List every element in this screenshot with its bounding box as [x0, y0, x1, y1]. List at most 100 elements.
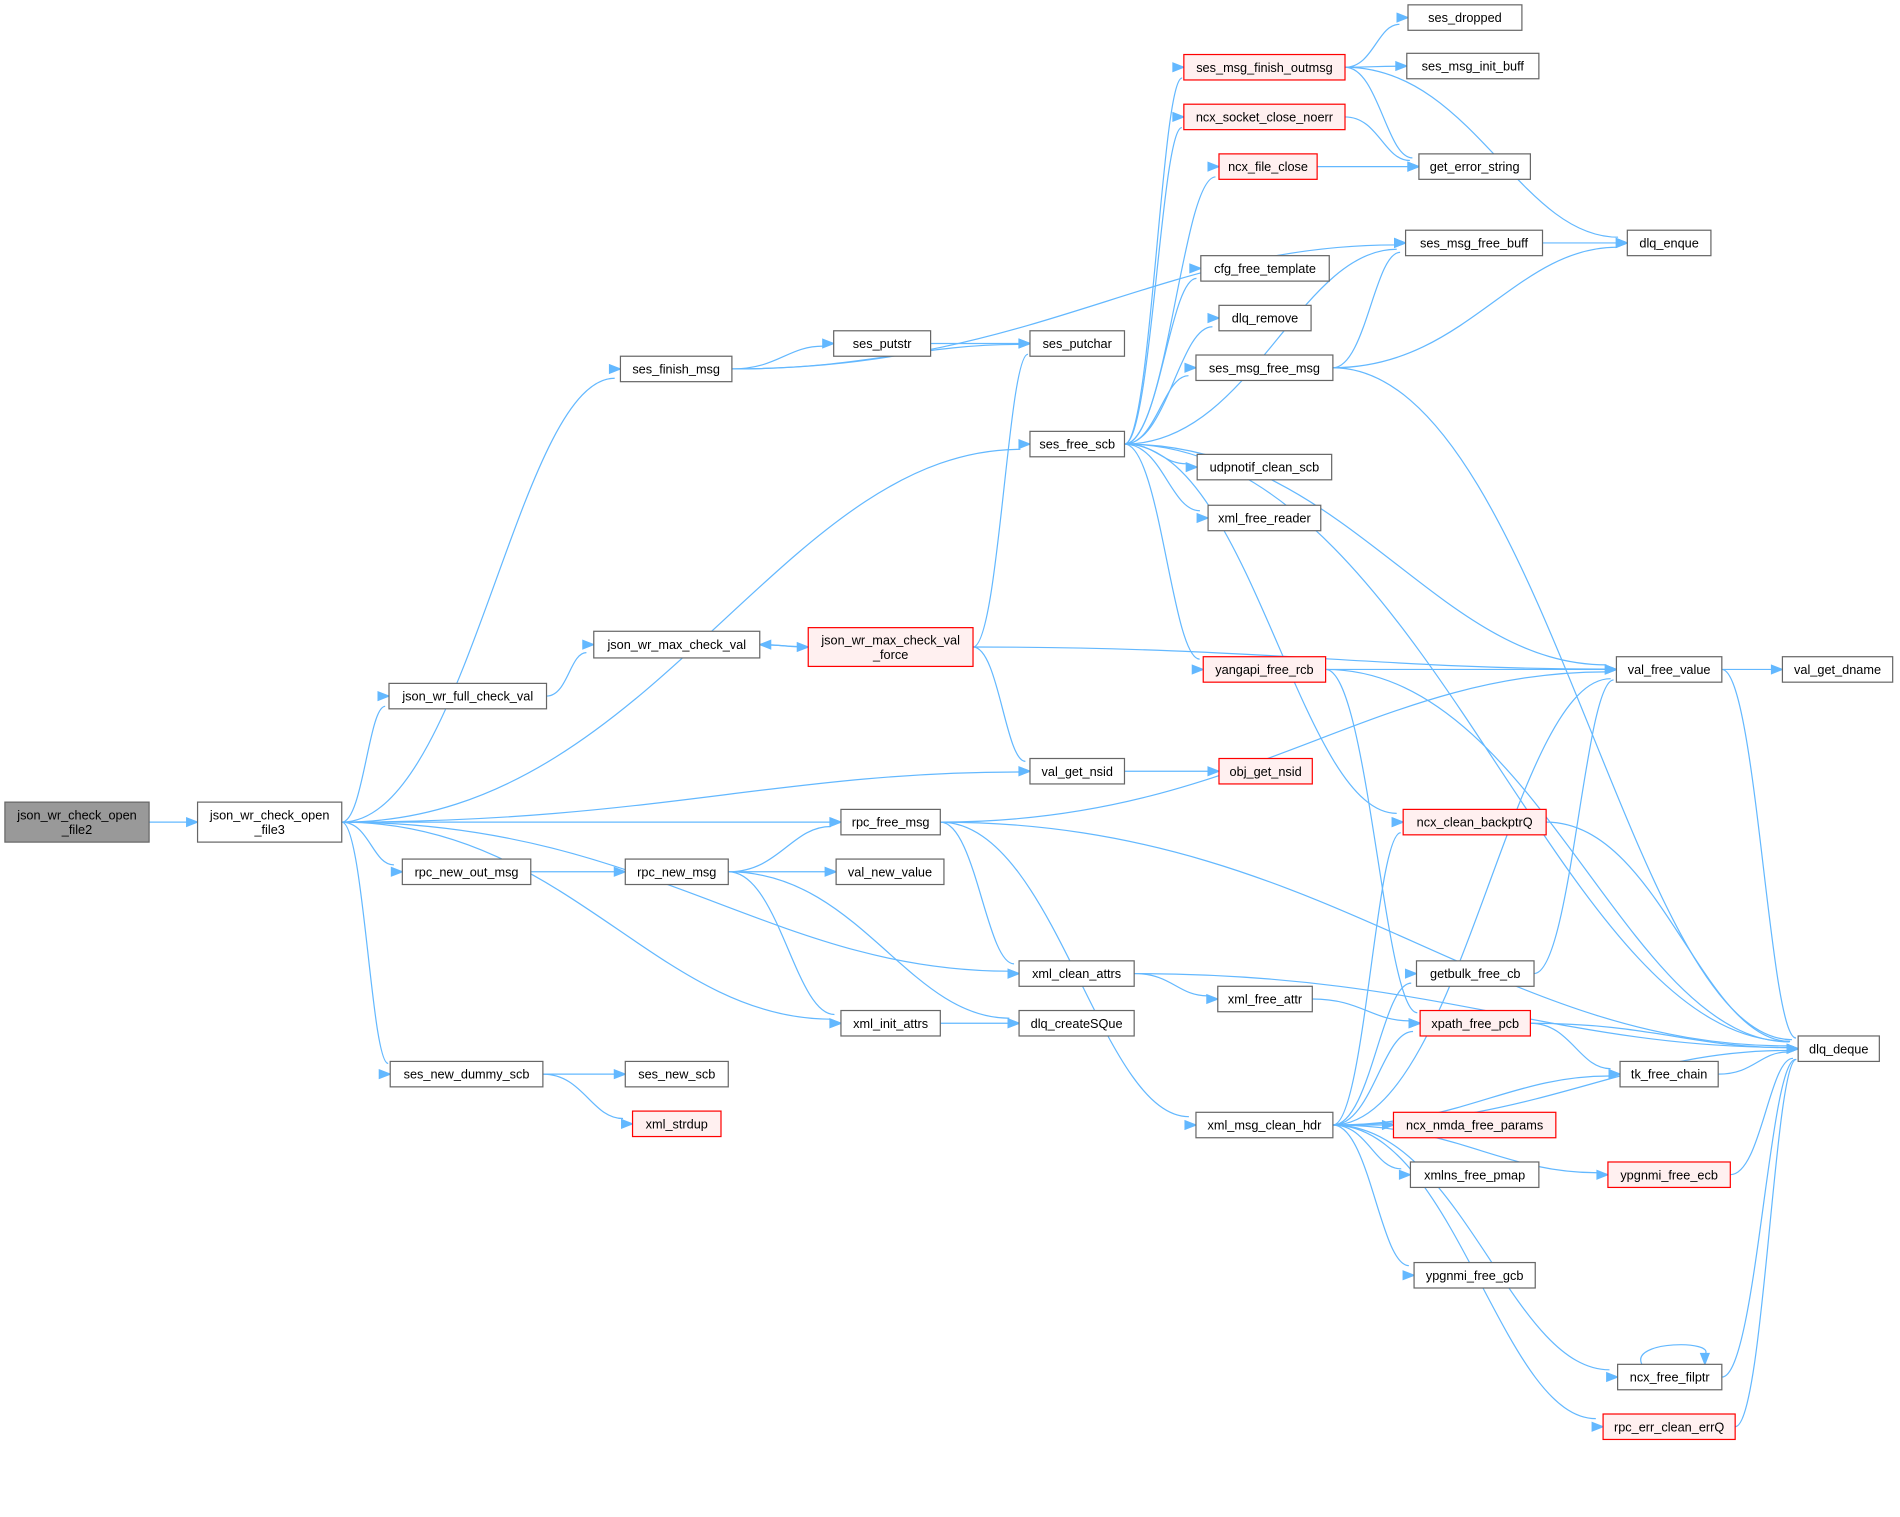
node-ses-finish-msg[interactable]: ses_finish_msg	[619, 355, 733, 383]
edge-line	[341, 705, 386, 823]
node-yangapi-free-rcb[interactable]: yangapi_free_rcb	[1202, 656, 1327, 683]
node-dlq-remove[interactable]: dlq_remove	[1218, 304, 1312, 332]
node-ses-putchar[interactable]: ses_putchar	[1029, 330, 1126, 357]
arrowhead-icon	[1191, 664, 1205, 675]
arrowhead-icon	[621, 1118, 635, 1129]
arrowhead-icon	[390, 866, 405, 877]
node-label: json_wr_full_check_val	[401, 689, 533, 704]
arrowhead-icon	[1196, 512, 1210, 524]
node-xml-free-attr[interactable]: xml_free_attr	[1217, 985, 1313, 1013]
node-label: get_error_string	[1430, 159, 1520, 174]
node-xml-strdup[interactable]: xml_strdup	[631, 1110, 722, 1138]
arrowhead-icon	[829, 1018, 843, 1029]
node-val-new-value[interactable]: val_new_value	[835, 858, 945, 886]
node-ncx-clean-backptrQ[interactable]: ncx_clean_backptrQ	[1402, 808, 1547, 836]
node-rpc-err-clean-errQ[interactable]: rpc_err_clean_errQ	[1602, 1413, 1736, 1441]
node-rpc-new-out-msg[interactable]: rpc_new_out_msg	[401, 858, 532, 886]
node-box	[1218, 153, 1318, 180]
node-box	[196, 801, 343, 843]
edge-line	[728, 871, 1010, 1019]
node-label: val_get_nsid	[1042, 764, 1113, 779]
edge-xml_msg_clean_hdr-to-ypgnmi_free_gcb	[1332, 1124, 1416, 1281]
edge-ses_free_scb-to-ncx_file_close	[1124, 161, 1221, 445]
node-xml-clean-attrs[interactable]: xml_clean_attrs	[1018, 960, 1135, 987]
edge-line	[1533, 679, 1614, 975]
node-ses-msg-init-buff[interactable]: ses_msg_init_buff	[1406, 52, 1540, 80]
node-xml-msg-clean-hdr[interactable]: xml_msg_clean_hdr	[1195, 1111, 1334, 1139]
node-udpnotif-clean-scb[interactable]: udpnotif_clean_scb	[1196, 453, 1333, 481]
edges-layer	[149, 12, 1800, 1432]
node-ses-msg-free-buff[interactable]: ses_msg_free_buff	[1404, 229, 1544, 257]
node-dlq-deque[interactable]: dlq_deque	[1797, 1035, 1880, 1063]
node-dlq-createSQue[interactable]: dlq_createSQue	[1018, 1009, 1135, 1037]
node-ncx-free-filptr[interactable]: ncx_free_filptr	[1617, 1363, 1723, 1391]
node-ncx-file-close[interactable]: ncx_file_close	[1218, 153, 1318, 180]
node-force[interactable]: json_wr_max_check_val_force	[807, 627, 974, 668]
node-get-error-string[interactable]: get_error_string	[1418, 153, 1531, 180]
edge-ncx_free_filptr-to-ncx_free_filptr	[1640, 1344, 1710, 1367]
node-ncx-nmda-free-params[interactable]: ncx_nmda_free_params	[1392, 1111, 1557, 1139]
node-cfg-free-template[interactable]: cfg_free_template	[1200, 255, 1330, 282]
node-label: ses_putchar	[1043, 336, 1113, 351]
node-xpath-free-pcb[interactable]: xpath_free_pcb	[1419, 1009, 1531, 1037]
node-getbulk-free-cb[interactable]: getbulk_free_cb	[1415, 960, 1535, 987]
node-box	[1183, 103, 1346, 131]
edge-ses_msg_free_buff-to-dlq_enque	[1542, 237, 1629, 249]
node-obj-get-nsid[interactable]: obj_get_nsid	[1218, 757, 1313, 785]
node-label: rpc_new_msg	[637, 864, 716, 879]
node-label: json_wr_check_open	[16, 807, 136, 822]
edge-line	[1345, 66, 1619, 238]
node-box	[1402, 808, 1547, 836]
node-ses-msg-free-msg[interactable]: ses_msg_free_msg	[1195, 354, 1334, 382]
node-ncx-socket-close-noerr[interactable]: ncx_socket_close_noerr	[1183, 103, 1346, 131]
node-file3[interactable]: json_wr_check_open_file3	[196, 801, 343, 843]
edge-xml_clean_attrs-to-xml_free_attr	[1134, 972, 1220, 1005]
arrowhead-icon	[1207, 161, 1221, 172]
node-label: dlq_createSQue	[1031, 1016, 1123, 1031]
edge-ses_new_dummy_scb-to-ses_new_scb	[542, 1069, 627, 1080]
edge-xml_msg_clean_hdr-to-xpath_free_pcb	[1332, 1018, 1422, 1126]
node-ses-msg-finish-outmsg[interactable]: ses_msg_finish_outmsg	[1183, 53, 1346, 81]
node-val-get-dname[interactable]: val_get_dname	[1781, 656, 1894, 683]
node-xml-free-reader[interactable]: xml_free_reader	[1207, 504, 1322, 532]
node-label: _file3	[253, 822, 284, 837]
node-json-wr-max-check-val[interactable]: json_wr_max_check_val	[593, 630, 761, 659]
node-ses-new-scb[interactable]: ses_new_scb	[624, 1060, 729, 1088]
node-val-free-value[interactable]: val_free_value	[1615, 656, 1723, 683]
node-ses-putstr[interactable]: ses_putstr	[833, 330, 932, 357]
arrowhead-icon	[613, 1069, 627, 1080]
edge-line	[341, 821, 1009, 972]
node-label: ses_msg_free_msg	[1209, 360, 1320, 375]
node-label: xml_init_attrs	[853, 1016, 928, 1031]
node-box	[388, 682, 548, 710]
node-ses-dropped[interactable]: ses_dropped	[1407, 4, 1523, 31]
edge-json_wr_full_check_val-to-json_wr_max_check_val	[546, 639, 596, 697]
edge-xpath_free_pcb-to-tk_free_chain	[1530, 1022, 1622, 1080]
node-ypgnmi-free-gcb[interactable]: ypgnmi_free_gcb	[1413, 1261, 1536, 1289]
node-box	[1029, 430, 1126, 458]
node-xml-init-attrs[interactable]: xml_init_attrs	[840, 1009, 941, 1037]
node-box	[1617, 1363, 1723, 1391]
arrowhead-icon	[1172, 62, 1186, 73]
arrowhead-icon	[1394, 237, 1408, 249]
edge-rpc_new_msg-to-val_new_value	[728, 866, 838, 877]
node-rpc-new-msg[interactable]: rpc_new_msg	[624, 858, 729, 886]
edge-ses_new_dummy_scb-to-xml_strdup	[542, 1073, 635, 1129]
node-xmlns-free-pmap[interactable]: xmlns_free_pmap	[1409, 1161, 1540, 1189]
node-dlq-enque[interactable]: dlq_enque	[1626, 229, 1712, 257]
edge-force-to-json_wr_max_check_val	[758, 639, 809, 650]
node-rpc-free-msg[interactable]: rpc_free_msg	[840, 808, 941, 836]
arrowhead-icon	[1391, 816, 1405, 828]
node-ses-free-scb[interactable]: ses_free_scb	[1029, 430, 1126, 458]
node-box	[1602, 1413, 1736, 1441]
node-val-get-nsid[interactable]: val_get_nsid	[1029, 757, 1126, 785]
edge-line	[940, 671, 1606, 823]
node-ypgnmi-free-ecb[interactable]: ypgnmi_free_ecb	[1607, 1161, 1731, 1189]
node-json-wr-full-check-val[interactable]: json_wr_full_check_val	[388, 682, 548, 710]
node-tk-free-chain[interactable]: tk_free_chain	[1619, 1060, 1719, 1088]
edge-tk_free_chain-to-dlq_deque	[1718, 1043, 1800, 1075]
node-box	[1218, 304, 1312, 332]
edge-line	[1640, 1344, 1707, 1365]
node-box	[1392, 1111, 1557, 1139]
node-ses-new-dummy-scb[interactable]: ses_new_dummy_scb	[389, 1060, 544, 1088]
